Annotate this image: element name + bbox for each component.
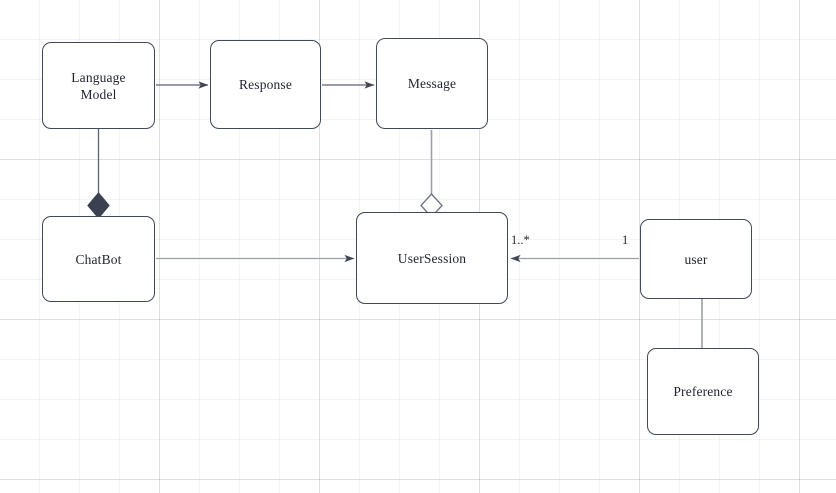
- edge-message-to-usersession: [420, 130, 443, 218]
- node-label: user: [684, 251, 708, 267]
- node-label: Message: [407, 76, 457, 91]
- node-user[interactable]: user: [640, 219, 752, 299]
- node-chatbot[interactable]: ChatBot: [42, 216, 155, 302]
- node-language-model[interactable]: Language Model: [42, 42, 155, 129]
- edge-label-multiplicity-one: 1: [622, 233, 628, 248]
- node-message[interactable]: Message: [376, 38, 488, 129]
- node-response[interactable]: Response: [210, 40, 321, 129]
- node-usersession[interactable]: UserSession: [356, 212, 508, 304]
- composition-diamond-icon: [87, 192, 110, 219]
- node-label: Response: [239, 77, 292, 92]
- node-label: Language Model: [71, 69, 126, 102]
- node-label: ChatBot: [75, 251, 122, 267]
- edge-language-model-to-chatbot: [87, 129, 110, 219]
- node-preference[interactable]: Preference: [647, 348, 759, 435]
- edge-label-text: 1..*: [511, 233, 530, 247]
- node-label: Preference: [673, 384, 733, 399]
- edge-label-multiplicity-many: 1..*: [511, 233, 530, 248]
- node-label: UserSession: [397, 250, 467, 266]
- edge-label-text: 1: [622, 233, 629, 247]
